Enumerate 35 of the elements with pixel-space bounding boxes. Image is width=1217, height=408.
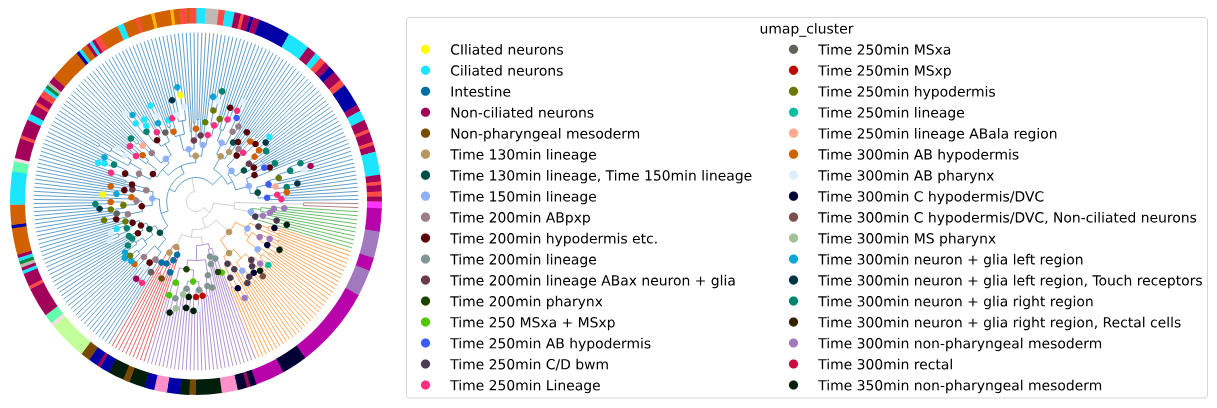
- legend-label: Ciliated neurons: [451, 65, 563, 76]
- legend-label: Time 250min lineage: [818, 107, 965, 121]
- legend-title: umap_cluster: [760, 22, 854, 37]
- legend-label: Time 300min neuron + glia right region, Rectal cells: [818, 316, 1181, 331]
- legend-label: Time 300min AB hypodermis: [818, 148, 1019, 163]
- legend-label: Time 250min AB hypodermis: [450, 337, 651, 352]
- legend-label: Time 200min hypodermis etc.: [450, 232, 657, 247]
- legend-label: Time 300min C hypodermis/DVC: [818, 190, 1044, 205]
- legend-label: Time 350min non-pharyngeal mesoderm: [818, 379, 1102, 394]
- legend-label: Time 300min neuron + glia left region: [818, 253, 1083, 268]
- legend-label: Time 200min pharynx: [450, 295, 603, 310]
- legend-label: Time 250min hypodermis: [818, 86, 995, 100]
- legend-label: CIliated neurons: [451, 44, 563, 55]
- legend-label: Time 300min AB pharynx: [818, 169, 994, 184]
- legend-label: Time 300min rectal: [818, 358, 952, 370]
- legend-label: Intestine: [451, 86, 511, 97]
- legend-label: Time 300min MS pharynx: [818, 232, 996, 247]
- legend-label: Time 250min Lineage: [450, 379, 600, 394]
- legend-label: Non-ciliated neurons: [451, 107, 594, 118]
- legend-label: Time 130min lineage, Time 150min lineage: [450, 169, 752, 184]
- legend-label: Time 200min lineage ABax neuron + glia: [450, 274, 735, 289]
- legend-label: Time 250min MSxa: [818, 44, 951, 55]
- legend-label: Time 300min neuron + glia right region: [818, 295, 1093, 310]
- legend-label: Time 250min C/D bwm: [450, 358, 608, 371]
- legend-label: Non-pharyngeal mesoderm: [451, 127, 640, 142]
- legend-label: Time 300min C hypodermis/DVC, Non-ciliated neurons: [818, 211, 1197, 226]
- legend-label: Time 250min MSxp: [818, 65, 951, 79]
- legend-label: Time 250 MSxa + MSxp: [450, 316, 615, 331]
- legend-label: Time 150min lineage: [450, 190, 597, 205]
- legend-label: Time 300min non-pharyngeal mesoderm: [818, 337, 1102, 352]
- legend-label: Time 200min lineage: [450, 253, 597, 268]
- legend-label: Time 300min neuron + glia left region, Touch receptors: [818, 274, 1202, 289]
- legend-label: Time 200min ABpxp: [450, 211, 590, 226]
- legend-label: Time 130min lineage: [450, 148, 597, 163]
- legend-label: Time 250min lineage ABala region: [818, 127, 1057, 142]
